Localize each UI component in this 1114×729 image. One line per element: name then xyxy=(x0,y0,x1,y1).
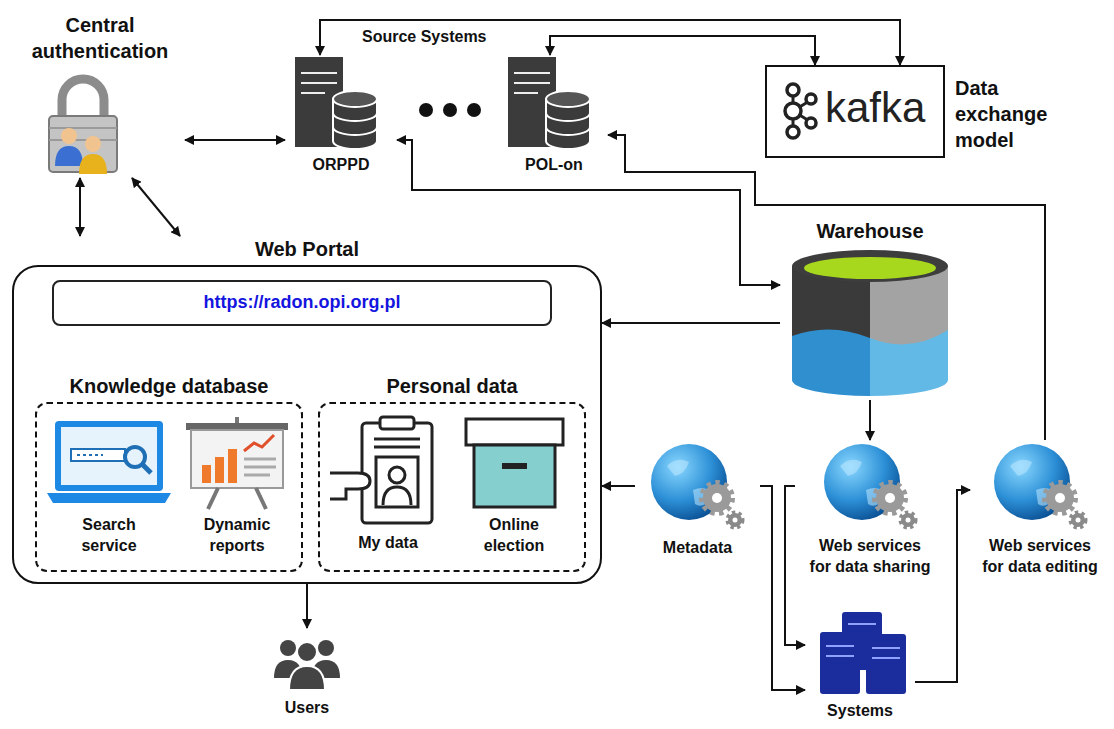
ellipsis-dot xyxy=(419,103,433,117)
connector xyxy=(132,178,180,236)
feature-box: Search service xyxy=(45,415,173,565)
group-box: Personal data My data Online election xyxy=(318,372,586,572)
node-icon xyxy=(272,628,342,690)
web-portal: Web Portal https://radon.opi.org.plKnowle… xyxy=(12,236,602,584)
node-icon xyxy=(820,440,920,532)
service-node: Metadata xyxy=(635,440,760,560)
connector xyxy=(785,486,805,645)
service-node: Web services for data sharing xyxy=(795,440,945,592)
source-system: POL-on xyxy=(500,55,608,180)
connector xyxy=(397,140,780,285)
node-icon xyxy=(502,55,602,150)
node-icon xyxy=(810,612,910,697)
group-box: Knowledge databaseSearch service Dynamic … xyxy=(35,372,303,572)
node-heading: Data exchange model xyxy=(955,75,1083,153)
node-icon xyxy=(990,440,1090,532)
users-node: Users xyxy=(262,628,352,726)
node-label: My data xyxy=(328,533,448,554)
connector xyxy=(869,400,871,440)
node-label: kafka xyxy=(825,81,943,136)
node-label: Metadata xyxy=(635,538,760,559)
node-label: Online election xyxy=(469,515,559,557)
node-label: Knowledge database xyxy=(35,373,303,399)
auth-node: Central authentication xyxy=(15,12,185,178)
group-label: Source Systems xyxy=(362,27,487,48)
node-label: Web services for data sharing xyxy=(807,536,933,578)
node-label: POL-on xyxy=(500,155,608,176)
node-label: Dynamic reports xyxy=(192,515,282,557)
connector xyxy=(306,584,308,628)
node-icon xyxy=(45,74,121,176)
source-system: ORPPD xyxy=(285,55,397,180)
node-label: Users xyxy=(262,698,352,719)
connector xyxy=(602,322,780,324)
feature-box: Dynamic reports xyxy=(178,415,296,565)
node-icon xyxy=(790,248,950,398)
node-icon xyxy=(452,415,577,511)
feature-box: My data xyxy=(328,415,448,565)
connector xyxy=(760,486,805,690)
node-icon xyxy=(777,82,819,140)
node-label: Central authentication xyxy=(15,12,185,64)
connector xyxy=(550,36,815,65)
connector xyxy=(185,139,285,141)
node-label: Web services for data editing xyxy=(977,536,1103,578)
connector xyxy=(915,490,970,682)
node-icon xyxy=(647,440,747,532)
ellipsis-dot xyxy=(467,103,481,117)
node-icon xyxy=(328,415,448,527)
kafka-box: kafkaData exchange model xyxy=(765,65,1083,160)
node-icon xyxy=(289,55,389,150)
connector xyxy=(602,485,635,487)
systems-node: Systems xyxy=(805,612,915,727)
connector xyxy=(608,135,1045,440)
node-label: Warehouse xyxy=(780,218,960,244)
url-bar: https://radon.opi.org.pl xyxy=(52,280,552,326)
warehouse-db: Warehouse xyxy=(780,218,960,400)
feature-box: Online election xyxy=(452,415,577,565)
node-icon xyxy=(45,417,173,507)
node-icon xyxy=(178,415,296,511)
node-label: Systems xyxy=(805,701,915,722)
node-label: Search service xyxy=(64,515,154,557)
node-label: https://radon.opi.org.pl xyxy=(52,291,552,314)
node-label: ORPPD xyxy=(285,155,397,176)
node-label: Personal data xyxy=(318,373,586,399)
node-label: Web Portal xyxy=(12,236,602,262)
connector xyxy=(320,20,900,65)
ellipsis-dot xyxy=(443,103,457,117)
service-node: Web services for data editing xyxy=(970,440,1110,592)
connector xyxy=(79,178,81,236)
